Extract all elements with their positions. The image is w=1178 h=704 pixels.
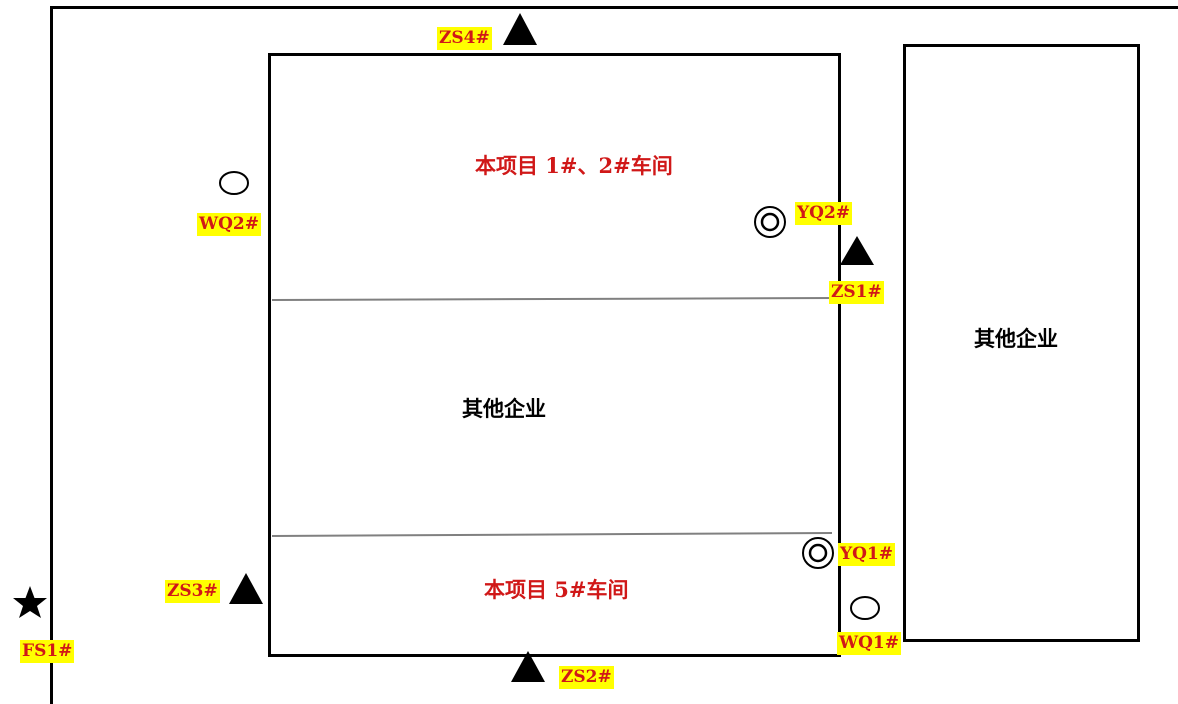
point-label-zs3: ZS3# <box>165 580 220 603</box>
point-label-zs4: ZS4# <box>437 27 492 50</box>
point-label-zs1: ZS1# <box>829 281 884 304</box>
yq1-double-circle-inner <box>808 543 828 563</box>
zs1-triangle-icon <box>840 236 874 265</box>
divider-upper <box>271 297 839 301</box>
zs4-triangle-icon <box>503 13 537 45</box>
site-boundary-left <box>50 6 53 704</box>
point-label-wq1: WQ1# <box>837 632 901 655</box>
main-building <box>268 53 841 657</box>
area-label-project-1-2: 本项目 1#、2#车间 <box>475 153 673 178</box>
point-label-wq2: WQ2# <box>197 213 261 236</box>
site-boundary-top <box>50 6 1178 9</box>
yq1-double-circle-icon <box>802 537 834 569</box>
point-label-fs1: FS1# <box>20 640 75 663</box>
area-label-project-5: 本项目 5#车间 <box>484 577 629 602</box>
wq1-circle-icon <box>850 596 880 620</box>
neighbor-building <box>903 44 1140 642</box>
area-label-other-middle: 其他企业 <box>462 396 546 421</box>
area-label-other-right: 其他企业 <box>974 326 1058 351</box>
yq2-double-circle-inner <box>760 212 780 232</box>
wq2-circle-icon <box>219 171 249 195</box>
divider-lower <box>271 532 833 537</box>
point-label-yq1: YQ1# <box>838 543 896 566</box>
point-label-zs2: ZS2# <box>559 666 614 689</box>
zs3-triangle-icon <box>229 573 263 604</box>
yq2-double-circle-icon <box>754 206 786 238</box>
fs1-star-icon <box>13 586 47 618</box>
zs2-triangle-icon <box>511 651 545 682</box>
point-label-yq2: YQ2# <box>795 202 853 225</box>
